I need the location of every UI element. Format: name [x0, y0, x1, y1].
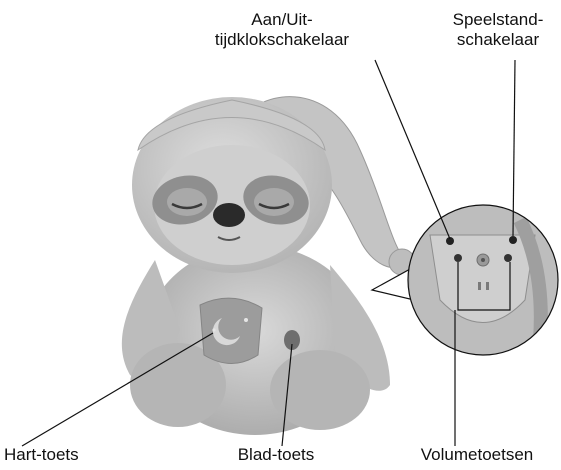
- sloth-nose: [213, 203, 245, 227]
- volume-down-button: [454, 254, 462, 262]
- label-hart-toets: Hart-toets: [4, 445, 79, 465]
- label-aan-uit-tijdklokschakelaar: Aan/Uit- tijdklokschakelaar: [212, 10, 352, 50]
- label-speelstand-line1: Speelstand-: [438, 10, 558, 30]
- label-blad-toets: Blad-toets: [226, 445, 326, 465]
- zoom-inset: [408, 204, 560, 360]
- sloth-head: [132, 97, 332, 273]
- volume-up-button: [504, 254, 512, 262]
- speelstand-switch: [509, 236, 517, 244]
- label-aan-uit-line2: tijdklokschakelaar: [212, 30, 352, 50]
- label-volumetoetsen: Volumetoetsen: [402, 445, 552, 465]
- label-aan-uit-line1: Aan/Uit-: [212, 10, 352, 30]
- label-speelstand-line2: schakelaar: [438, 30, 558, 50]
- heart-toets-panel: [200, 298, 262, 363]
- label-speelstand-schakelaar: Speelstand- schakelaar: [438, 10, 558, 50]
